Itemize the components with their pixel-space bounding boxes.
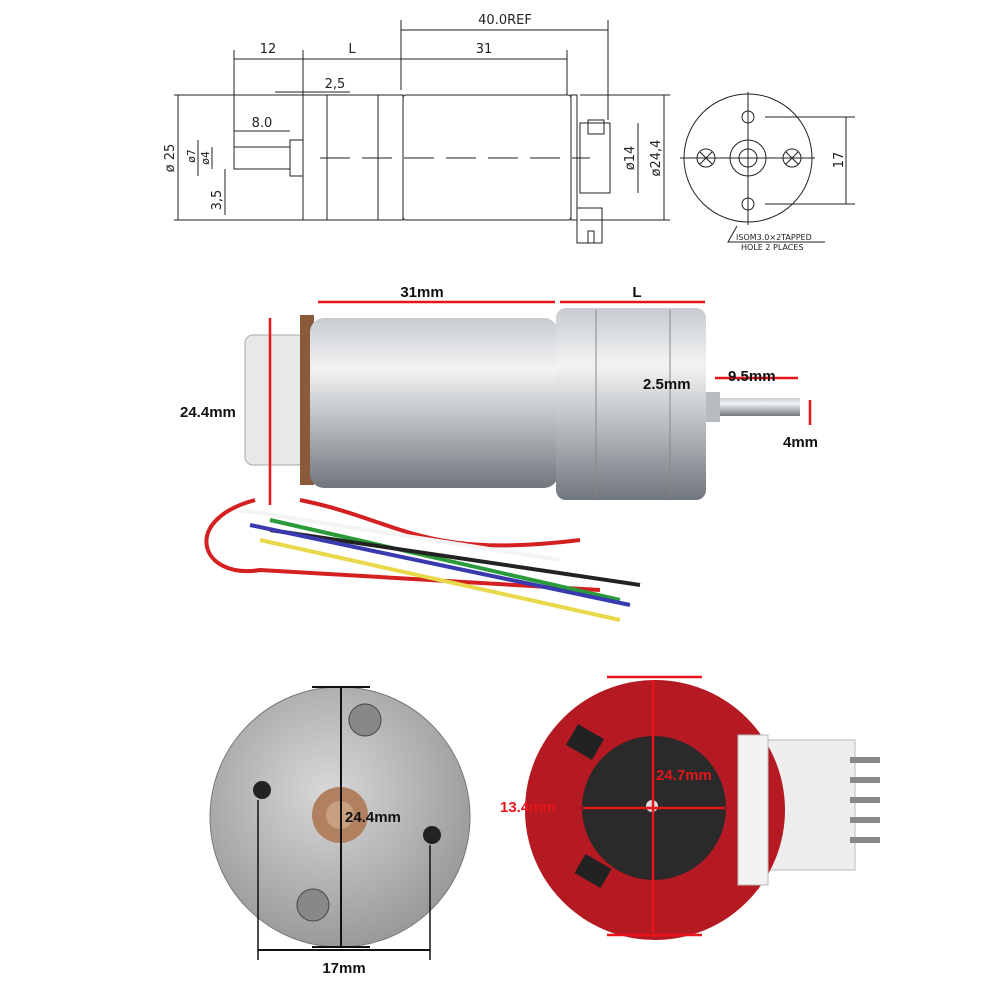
face-diameter-label: 24.4mm [345, 809, 401, 826]
dim-overall-label: 40.0REF [478, 13, 532, 28]
dim-dia-24-4-label: ø24,4 [649, 140, 664, 177]
dim-gearbox-label: L [348, 42, 356, 57]
gearbox [556, 308, 706, 500]
hole-spacing-label: 17mm [322, 960, 365, 977]
gearbox-length-label: L [632, 284, 641, 301]
motor-side-photo: 31mm L 24.4mm 2.5mm 9.5mm 4mm [180, 284, 818, 622]
encoder-pcb-photo: 24.7mm 13.4mm [500, 675, 880, 940]
motor-body [310, 318, 558, 488]
tapped-hole-note-1: ISOM3.0×2TAPPED [736, 233, 812, 242]
motor-length-label: 31mm [400, 284, 443, 301]
dim-dia-4-label: ø4 [199, 151, 212, 165]
shaft-length-label: 9.5mm [728, 368, 776, 385]
technical-drawing: 40.0REF 12 L 31 2,5 8.0 ø 25 ø7 ø4 3,5 ø… [163, 13, 855, 252]
shaft [720, 398, 800, 416]
dim-dia-14-label: ø14 [623, 146, 638, 171]
dim-flat-depth-label: 3,5 [210, 190, 225, 211]
magnet-diameter-label: 13.4mm [500, 799, 556, 816]
gearbox-face-photo: 24.4mm 17mm [209, 686, 471, 977]
shaft-diameter-label: 4mm [783, 434, 818, 451]
flange-label: 2.5mm [643, 376, 691, 393]
dim-flange-label: 2,5 [325, 77, 346, 92]
dim-flat-label: 8.0 [252, 116, 273, 131]
dim-hole-spacing-label: 17 [832, 152, 847, 169]
dim-shaft-length-label: 12 [260, 42, 277, 57]
tapped-hole-note-2: HOLE 2 PLACES [741, 243, 804, 252]
encoder-diameter-label: 24.7mm [656, 767, 712, 784]
dim-dia-7-label: ø7 [185, 149, 198, 163]
dim-motor-label: 31 [476, 42, 493, 57]
body-diameter-label: 24.4mm [180, 404, 236, 421]
shaft-outline [233, 146, 291, 170]
dim-dia-25-label: ø 25 [163, 144, 178, 173]
